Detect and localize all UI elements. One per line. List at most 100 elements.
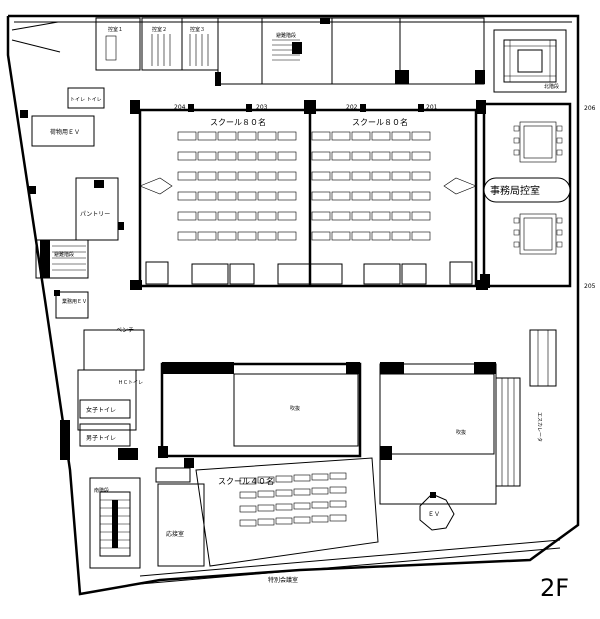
desk: [197, 231, 217, 241]
desk: [217, 191, 237, 201]
desk: [293, 516, 311, 524]
label-school80-right: スクール８０名: [352, 117, 408, 127]
desk: [391, 231, 411, 241]
label-room-205: 205: [584, 283, 596, 290]
left-core: [11, 21, 145, 460]
desk: [411, 151, 431, 161]
desk: [311, 501, 329, 509]
desk: [197, 131, 217, 141]
desk: [197, 151, 217, 161]
label-room-202: 202: [346, 104, 358, 111]
desk: [257, 231, 277, 241]
desk: [311, 191, 331, 201]
desk: [329, 486, 347, 494]
desk: [371, 171, 391, 181]
label-pantry: パントリー: [80, 211, 110, 218]
desk: [351, 231, 371, 241]
desk: [239, 477, 257, 485]
label-room-203: 203: [256, 104, 268, 111]
desk: [277, 191, 297, 201]
label-room-204: 204: [174, 104, 186, 111]
desk: [277, 151, 297, 161]
desk: [311, 231, 331, 241]
desk: [331, 131, 351, 141]
label-atrium-right: 吹抜: [456, 429, 466, 436]
desk: [237, 191, 257, 201]
desk: [277, 211, 297, 221]
desk: [237, 171, 257, 181]
label-mens-toilet: 男子トイレ: [86, 435, 116, 442]
desk: [177, 151, 197, 161]
label-ctrl1: 控室１: [108, 26, 123, 33]
label-escalator: エスカレータ: [536, 412, 543, 442]
desk: [277, 171, 297, 181]
desk: [257, 171, 277, 181]
desk: [277, 231, 297, 241]
desk: [411, 131, 431, 141]
desk: [237, 151, 257, 161]
desk: [293, 502, 311, 510]
special-meeting-band: [139, 539, 561, 585]
label-north-stair: 北階段: [544, 83, 559, 90]
desk: [351, 131, 371, 141]
desk: [275, 517, 293, 525]
desk: [217, 151, 237, 161]
desk: [411, 171, 431, 181]
desk: [275, 475, 293, 483]
desk: [177, 131, 197, 141]
label-room-201: 201: [426, 104, 438, 111]
desk: [257, 131, 277, 141]
desk: [311, 151, 331, 161]
label-ev: ＥＶ: [428, 511, 440, 518]
floor-label: 2F: [540, 574, 569, 602]
label-evac-stair-left: 避難階段: [54, 251, 74, 258]
desk: [257, 151, 277, 161]
desk: [329, 514, 347, 522]
right-meeting-rooms: [480, 102, 572, 288]
building-outline: [6, 14, 580, 596]
school40-room: [155, 457, 379, 567]
desk: [391, 171, 411, 181]
desk: [177, 171, 197, 181]
desk: [351, 191, 371, 201]
desk: [293, 488, 311, 496]
desk: [257, 191, 277, 201]
label-freight-ev: 荷物用ＥＶ: [50, 128, 80, 136]
desk: [177, 231, 197, 241]
label-special-meeting: 特別会議室: [268, 576, 298, 584]
label-evac-stair-top: 避難階段: [276, 32, 296, 39]
desk: [371, 211, 391, 221]
desk: [217, 131, 237, 141]
desk: [391, 191, 411, 201]
desk: [311, 487, 329, 495]
escalator-group: [495, 329, 557, 487]
desk: [329, 500, 347, 508]
lower-center: [158, 362, 497, 505]
label-office-control: 事務局控室: [490, 184, 540, 197]
desk: [257, 490, 275, 498]
office-control-bubble: [483, 177, 571, 203]
desk: [275, 503, 293, 511]
desk: [217, 231, 237, 241]
desk-rows-right: [311, 131, 431, 241]
desk: [197, 211, 217, 221]
desk: [177, 191, 197, 201]
desk: [331, 191, 351, 201]
desk: [217, 211, 237, 221]
desk: [391, 211, 411, 221]
label-ctrl2: 控室２: [152, 26, 167, 33]
desk: [257, 518, 275, 526]
label-reception: 応接室: [166, 530, 184, 538]
desk: [239, 505, 257, 513]
label-school40: スクール４０名: [218, 476, 274, 486]
south-stair: [89, 477, 141, 569]
label-atrium-left: 吹抜: [290, 405, 300, 412]
desk: [411, 211, 431, 221]
desk: [351, 171, 371, 181]
desk: [329, 472, 347, 480]
label-room-206: 206: [584, 105, 596, 112]
desk: [311, 131, 331, 141]
desk: [351, 211, 371, 221]
label-womens-toilet: 女子トイレ: [86, 406, 116, 414]
